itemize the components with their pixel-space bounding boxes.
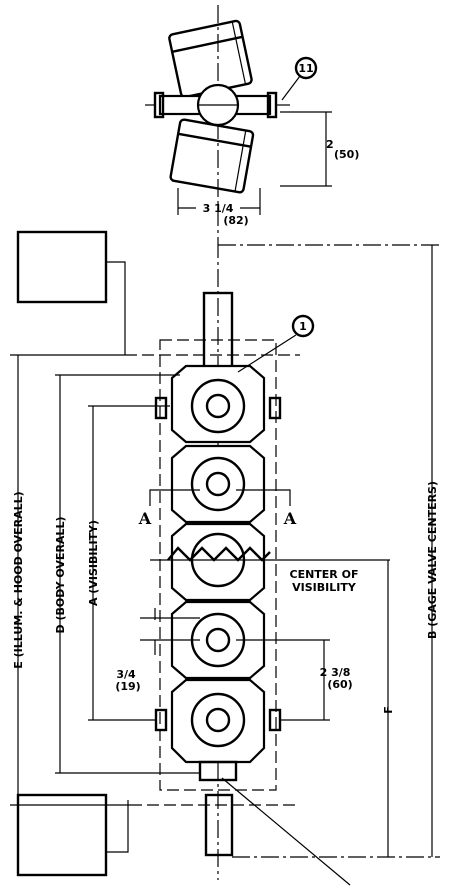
top-width-mm: (82) (223, 214, 248, 227)
top-view: 11 2 (50) 3 1/4 (82) (145, 5, 359, 240)
balloon-11 (294, 56, 318, 80)
hex-width-mm: (19) (115, 680, 140, 693)
section-a-right: A (283, 509, 297, 528)
body-section-1 (154, 364, 282, 444)
hex-width-dim: 3/4 (116, 668, 136, 681)
center-of-visibility-line1: CENTER OF (290, 568, 359, 581)
top-height-dim: 2 (326, 138, 334, 151)
hood-outline (159, 339, 277, 791)
spacing-mm: (60) (327, 678, 352, 691)
dim-d-label: D (BODY OVERALL) (54, 517, 67, 634)
spacing-dim: 2 3/8 (320, 666, 351, 679)
balloon-1-label: 1 (299, 320, 307, 333)
dim-b-label: B (GAGE VALVE CENTERS) (426, 481, 439, 639)
section-a-left: A (138, 509, 152, 528)
body-section-2 (170, 444, 266, 524)
dim-a-label: A (VISIBILITY) (87, 520, 100, 606)
top-width-dim: 3 1/4 (203, 202, 234, 215)
left-dimensions: E (ILLUM. & HOOD OVERALL) D (BODY OVERAL… (10, 354, 200, 806)
body-section-3 (167, 522, 271, 602)
lower-illuminator (16, 793, 108, 877)
bottom-stem (204, 793, 234, 857)
upper-illuminator (16, 230, 108, 304)
bottom-illuminator-box (169, 118, 255, 194)
top-height-mm: (50) (334, 148, 359, 161)
balloon-1 (291, 314, 315, 338)
front-view: 1 A A CENTER OF VISIBILITY 3/4 (19) 2 3/… (16, 230, 390, 886)
dim-f-label: F (382, 706, 395, 714)
center-of-visibility-line2: VISIBILITY (292, 581, 357, 594)
right-dimensions: B (GAGE VALVE CENTERS) F (218, 244, 440, 858)
balloon-11-label: 11 (298, 62, 313, 75)
dim-e-label: E (ILLUM. & HOOD OVERALL) (12, 491, 25, 668)
